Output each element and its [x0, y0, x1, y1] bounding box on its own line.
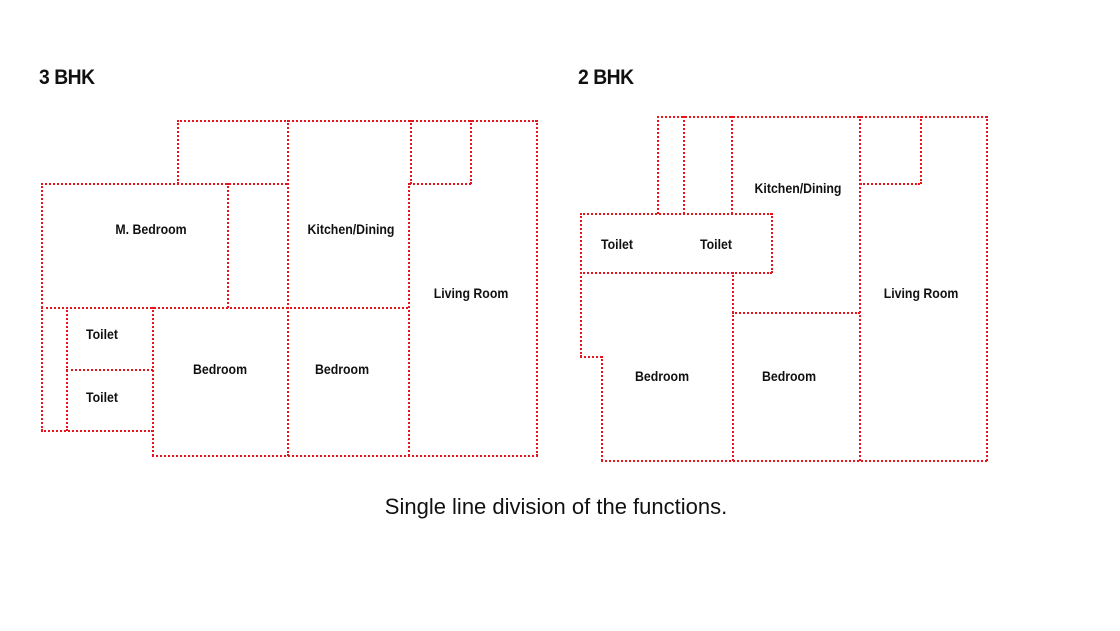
wall-line — [731, 116, 733, 214]
wall-line — [580, 356, 602, 358]
wall-line — [580, 213, 772, 215]
room-label-bedroom: Bedroom — [761, 368, 817, 384]
wall-line — [41, 307, 408, 309]
wall-line — [986, 116, 988, 461]
wall-line — [470, 120, 472, 184]
room-label-kitchen-dining: Kitchen/Dining — [754, 180, 842, 196]
wall-line — [41, 183, 287, 185]
wall-line — [683, 116, 685, 214]
wall-line — [859, 116, 861, 461]
room-label-bedroom: Bedroom — [192, 361, 248, 377]
wall-line — [732, 312, 860, 314]
plan-title-2bhk: 2 BHK — [578, 66, 634, 89]
room-label-living-room: Living Room — [883, 285, 959, 301]
wall-line — [536, 120, 538, 456]
wall-line — [657, 116, 987, 118]
room-label-bedroom: Bedroom — [634, 368, 690, 384]
caption: Single line division of the functions. — [384, 494, 728, 519]
wall-line — [41, 183, 43, 431]
wall-line — [152, 455, 538, 457]
wall-line — [410, 120, 412, 184]
room-label-toilet: Toilet — [86, 326, 118, 342]
wall-line — [177, 120, 537, 122]
wall-line — [860, 183, 920, 185]
wall-line — [580, 213, 582, 357]
room-label-toilet: Toilet — [86, 389, 118, 405]
wall-line — [287, 120, 289, 456]
wall-line — [152, 307, 154, 456]
wall-line — [771, 213, 773, 273]
wall-line — [66, 369, 153, 371]
room-label-bedroom: Bedroom — [314, 361, 370, 377]
wall-line — [66, 307, 68, 431]
room-label-toilet: Toilet — [700, 236, 732, 252]
wall-line — [408, 183, 410, 456]
wall-line — [177, 120, 179, 184]
wall-line — [580, 272, 772, 274]
wall-line — [732, 272, 734, 461]
wall-line — [227, 183, 229, 308]
wall-line — [657, 116, 659, 214]
plan-title-3bhk: 3 BHK — [39, 66, 95, 89]
wall-line — [41, 430, 153, 432]
wall-line — [601, 356, 603, 461]
room-label-master-bedroom: M. Bedroom — [115, 221, 187, 237]
wall-line — [920, 116, 922, 184]
room-label-toilet: Toilet — [601, 236, 633, 252]
room-label-kitchen-dining: Kitchen/Dining — [307, 221, 395, 237]
wall-line — [601, 460, 987, 462]
room-label-living-room: Living Room — [433, 285, 509, 301]
wall-line — [409, 183, 471, 185]
